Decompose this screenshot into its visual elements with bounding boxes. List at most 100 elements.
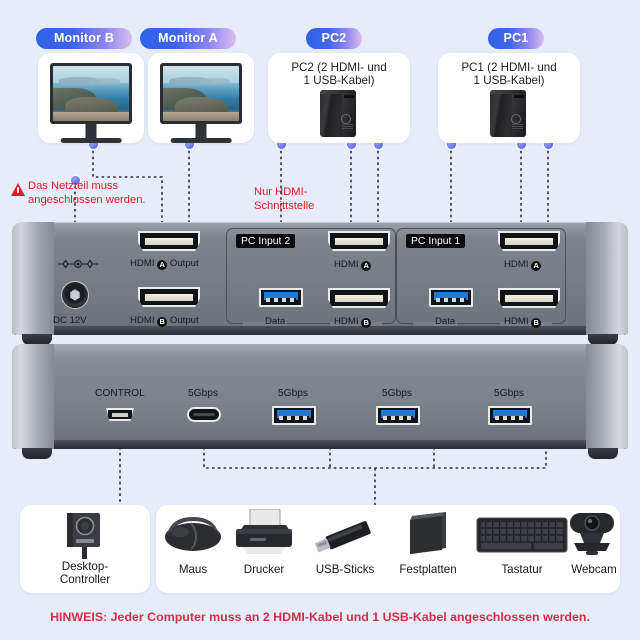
hard-drives-label: Festplatten [399,563,457,576]
connector-dot [543,140,553,149]
group-notch [413,322,457,326]
pc-input-1-hdmi-a-port[interactable] [498,231,560,251]
keyboard-icon [476,517,568,553]
warning-triangle-icon [11,183,25,196]
mini-usb-icon[interactable] [106,408,134,421]
pill-monitor-a: Monitor A [140,28,236,49]
webcam-label: Webcam [571,563,617,576]
desktop-controller-label: Desktop- Controller [20,560,150,586]
usb-c-port-label: 5Gbps [188,388,219,399]
hdmi-a-out-prefix: HDMI [130,258,155,269]
dc-polarity-symbol [56,258,100,273]
hdmi-a-output-label: HDMI A Output [130,258,199,270]
usb-a-port-2-label: 5Gbps [382,388,413,399]
badge-a: A [157,260,168,270]
hdmi-b-output-label: HDMI B Output [130,315,199,327]
connector-dot [516,140,526,149]
controller-line2: Controller [59,573,111,586]
group-notch [330,322,382,326]
usb-c-icon[interactable] [187,407,221,422]
connector-dot [276,140,286,149]
hdmi-a-out-suffix: Output [169,258,199,269]
pc1-title-line1: PC1 (2 HDMI- und [461,61,557,74]
usb-a-port-1-label: 5Gbps [278,388,309,399]
kvm-foot [22,334,52,345]
monitor-a-card [148,53,254,143]
pc-input-1-usb-data-port[interactable] [429,288,473,307]
pc-input-2-label: PC Input 2 [236,234,296,248]
usb-a-icon[interactable] [376,406,420,425]
controller-line1: Desktop- [61,560,109,573]
hdmi-a-output-port[interactable] [138,231,200,251]
hdmi-prefix: HDMI [334,259,359,270]
badge-b: B [361,318,372,328]
pc1-card-title: PC1 (2 HDMI- und 1 USB-Kabel) [438,61,580,87]
monitor-icon [160,63,242,143]
pc-input-1-data-label: Data [435,316,456,327]
pc1-title-line2: 1 USB-Kabel) [473,74,545,87]
usb-a-icon[interactable] [272,406,316,425]
dc-power-jack[interactable] [61,281,89,309]
pc-input-2-usb-data-port[interactable] [259,288,303,307]
control-port-label: CONTROL [95,388,145,399]
usb-sticks-label: USB-Sticks [315,563,375,576]
webcam-icon [570,513,614,555]
pc-input-2-group [226,228,396,324]
badge-a: A [361,261,372,271]
pc-input-2-hdmi-b-label: HDMI B [334,316,372,328]
footnote-text: HINWEIS: Jeder Computer muss an 2 HDMI-K… [50,610,590,624]
pc2-card-title: PC2 (2 HDMI- und 1 USB-Kabel) [268,61,410,87]
pill-label: PC2 [321,31,347,45]
desktop-controller-icon [67,513,100,559]
mouse-label: Maus [178,563,208,576]
pc-tower-icon [320,90,356,137]
kvm-top-left-side [12,222,54,335]
hdmi-prefix: HDMI [504,259,529,270]
hdmi-warning-line1: Nur HDMI- [254,186,308,198]
pc-input-1-hdmi-b-port[interactable] [498,288,560,308]
printer-icon [236,509,292,554]
kvm-bottom-panel [12,344,628,449]
badge-b: B [157,317,168,327]
pill-label: PC1 [503,31,529,45]
kvm-foot [588,334,618,345]
pill-pc2: PC2 [306,28,362,49]
hard-drive-icon [410,512,446,554]
hdmi-b-output-port[interactable] [138,287,200,307]
hdmi-b-out-suffix: Output [169,315,199,326]
hdmi-warning-line2: Schnittstelle [254,199,315,212]
pc-tower-icon [490,90,526,137]
usb-a-icon[interactable] [488,406,532,425]
mouse-icon [165,517,221,551]
hdmi-prefix: HDMI [334,316,359,327]
keyboard-label: Tastatur [501,563,543,576]
peripherals-card: Maus Drucker USB-Sticks Festplatten [156,505,620,593]
hdmi-only-warning: Nur HDMI- Schnittstelle [254,186,364,213]
monitor-icon [50,63,132,143]
pill-label: Monitor B [53,31,115,45]
kvm-bottom-right-side [586,344,628,449]
pc1-card: PC1 (2 HDMI- und 1 USB-Kabel) [438,53,580,143]
desktop-controller-card: Desktop- Controller [20,505,150,593]
pc2-card: PC2 (2 HDMI- und 1 USB-Kabel) [268,53,410,143]
kvm-top-right-side [586,222,628,335]
hdmi-b-out-prefix: HDMI [130,315,155,326]
kvm-foot [22,448,52,459]
pill-monitor-b: Monitor B [36,28,132,49]
badge-a: A [531,261,542,271]
group-notch [243,322,287,326]
connector-dot [346,140,356,149]
pc-input-1-hdmi-b-label: HDMI B [504,316,542,328]
connector-dot [70,176,80,185]
kvm-foot [588,448,618,459]
power-warning-line2: angeschlossen werden. [28,193,146,206]
usb-stick-icon [315,521,371,553]
printer-label: Drucker [243,563,285,576]
pill-label: Monitor A [158,31,218,45]
pc2-title-line1: PC2 (2 HDMI- und [291,61,387,74]
pc-input-2-hdmi-a-port[interactable] [328,231,390,251]
pc-input-1-group [396,228,566,324]
hdmi-prefix: HDMI [504,316,529,327]
pc-input-2-hdmi-b-port[interactable] [328,288,390,308]
pc-input-2-hdmi-a-label: HDMI A [334,259,372,271]
